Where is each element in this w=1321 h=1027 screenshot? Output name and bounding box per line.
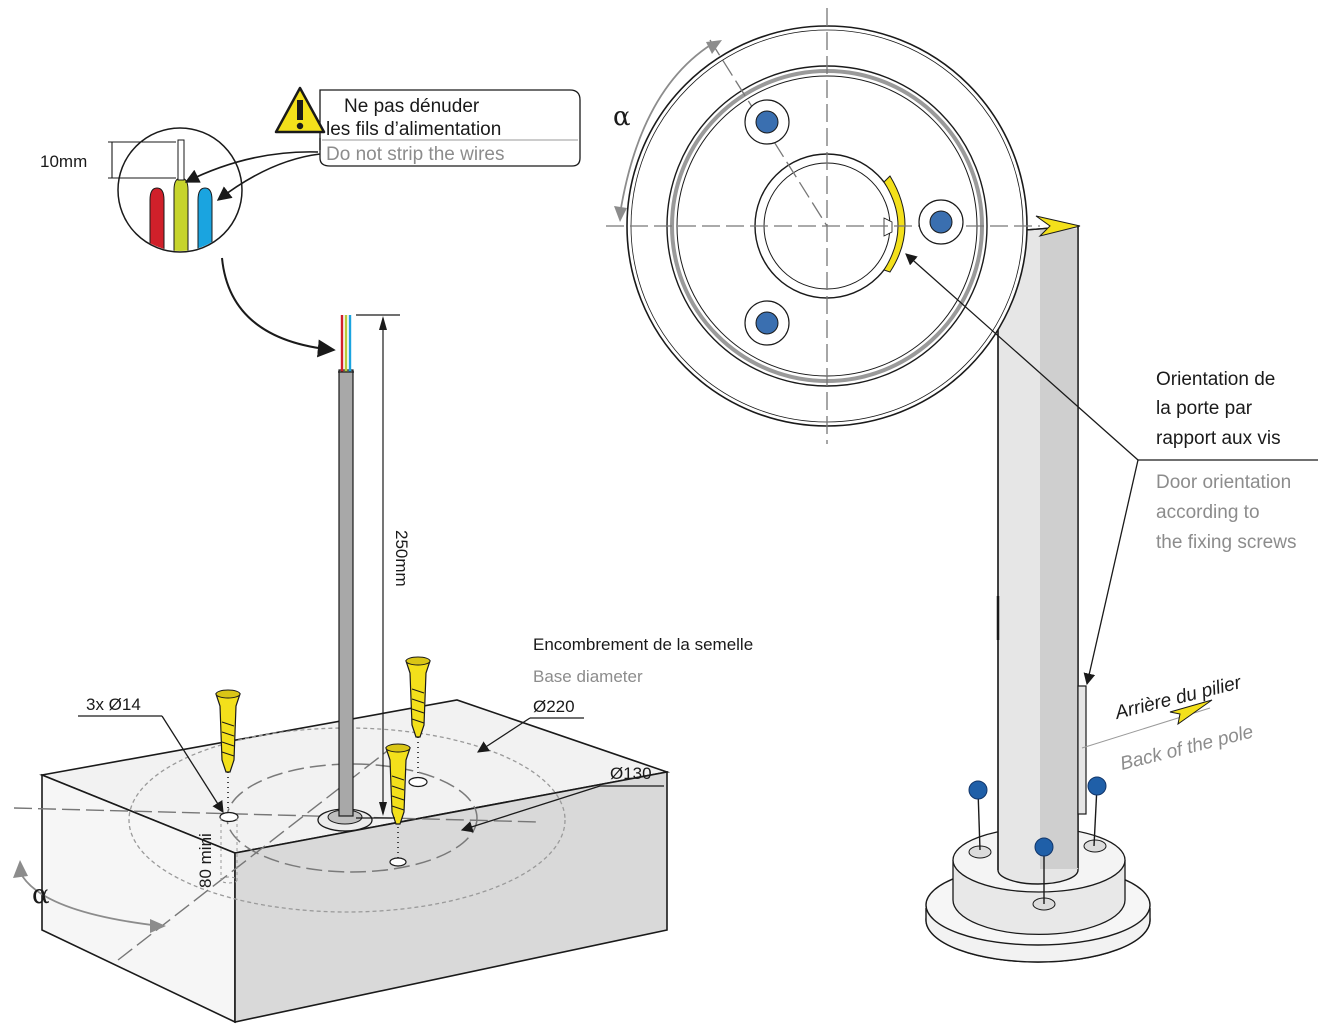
warning-arrow-2 bbox=[216, 153, 321, 201]
warning-arrow-1 bbox=[184, 151, 319, 183]
strip-dimension bbox=[108, 141, 176, 179]
warning-text-en: Do not strip the wires bbox=[326, 144, 504, 165]
pole-top-arrow bbox=[1035, 215, 1081, 237]
orientation-en-1: Door orientation bbox=[1156, 472, 1291, 493]
cable-length-dimension bbox=[356, 314, 400, 819]
top-view-screws bbox=[744, 99, 964, 346]
detail-arrow bbox=[221, 257, 336, 358]
base-label-fr: Encombrement de la semelle bbox=[533, 635, 753, 654]
back-label-fr: Arrière du pilier bbox=[1112, 672, 1244, 724]
strip-length-label: 10mm bbox=[40, 152, 87, 171]
wall-plug-2 bbox=[405, 656, 431, 738]
wall-plug-1 bbox=[215, 689, 241, 773]
orientation-fr-3: rapport aux vis bbox=[1156, 428, 1281, 449]
back-label-en: Back of the pole bbox=[1118, 722, 1255, 775]
base-diameter-label: Ø220 bbox=[533, 697, 575, 716]
base-diameter-leader bbox=[477, 717, 531, 753]
base-label-en: Base diameter bbox=[533, 667, 643, 686]
cable-length-label: 250mm bbox=[392, 530, 411, 587]
warning-text-fr-1: Ne pas dénuder bbox=[344, 96, 480, 117]
pole-diameter-label: Ø130 bbox=[610, 764, 652, 783]
wire-detail-circle bbox=[117, 127, 243, 253]
angle-arc-top bbox=[614, 40, 722, 222]
pole bbox=[925, 225, 1151, 963]
hole-depth bbox=[220, 818, 238, 884]
warning-icon bbox=[274, 86, 326, 134]
cable bbox=[338, 315, 354, 817]
pole-diameter-leader bbox=[460, 785, 601, 833]
angle-label-left: α bbox=[32, 880, 50, 910]
warning-callout bbox=[319, 89, 581, 167]
angle-label-top: α bbox=[613, 102, 631, 132]
orientation-en-3: the fixing screws bbox=[1156, 532, 1296, 553]
fixing-screws bbox=[968, 776, 1107, 904]
orientation-leader-2 bbox=[1083, 459, 1139, 686]
orientation-en-2: according to bbox=[1156, 502, 1260, 523]
back-arrow bbox=[1169, 699, 1213, 726]
orientation-fr-2: la porte par bbox=[1156, 398, 1253, 419]
warning-text-fr-2: les fils d’alimentation bbox=[326, 119, 501, 140]
holes-label: 3x Ø14 bbox=[86, 695, 141, 714]
holes-leader bbox=[161, 715, 224, 813]
concrete-block bbox=[39, 699, 671, 1024]
angle-arc-left bbox=[13, 860, 166, 933]
depth-label: 80 mini bbox=[196, 833, 215, 888]
orientation-leader-1 bbox=[905, 253, 1139, 461]
dowel-guides bbox=[227, 737, 419, 858]
orientation-fr-1: Orientation de bbox=[1156, 369, 1275, 390]
wall-plug-3 bbox=[385, 743, 411, 825]
